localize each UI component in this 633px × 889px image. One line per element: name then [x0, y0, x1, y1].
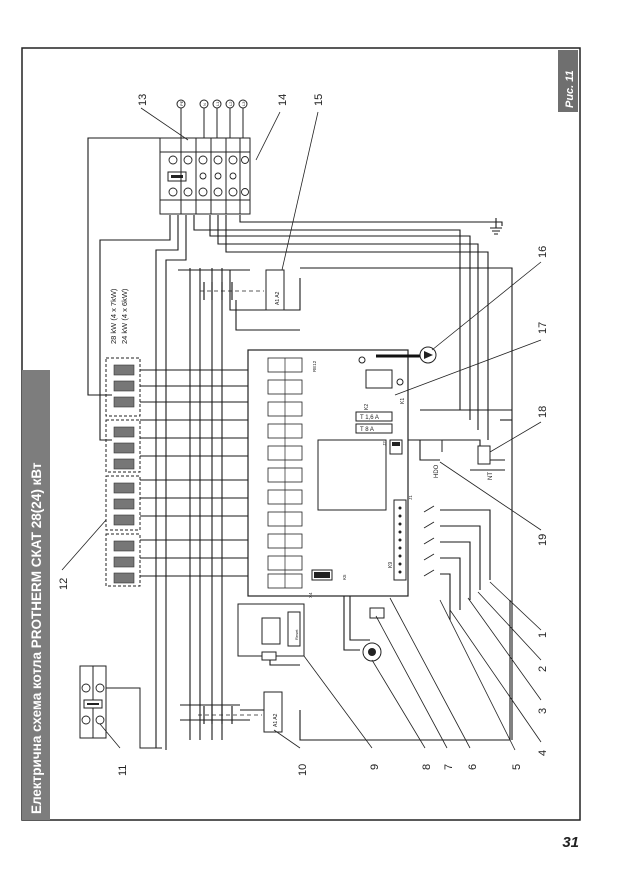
label-k2: K2 — [364, 404, 370, 410]
callout-18: 18 — [537, 406, 549, 418]
label-x4: X4 — [308, 592, 313, 598]
label-nt: NT — [488, 472, 494, 480]
callout-8: 8 — [421, 764, 433, 770]
terminal-label: L2 — [228, 101, 233, 106]
sensor-connector — [369, 607, 385, 619]
callout-17: 17 — [537, 322, 549, 334]
callout-numbers: 13 14 15 16 17 18 19 1 2 3 4 5 6 7 8 9 1… — [58, 94, 549, 776]
figure-label: Рис. 11 — [564, 70, 576, 108]
pressure-sensor — [362, 642, 382, 662]
callout-7: 7 — [443, 764, 455, 770]
label-k9: K9 — [388, 562, 394, 568]
callout-19: 19 — [537, 534, 549, 546]
label-j2: J2 — [382, 441, 387, 446]
room-thermostat: NT — [477, 445, 494, 480]
contactor-15-contacts — [200, 282, 264, 300]
mains-input-labels: PE N L1 L2 L3 — [179, 100, 246, 106]
label-re12: RE12 — [312, 360, 317, 372]
circulation-pump — [376, 346, 437, 364]
label-k1: K1 — [400, 398, 406, 404]
hdo-switch: HDO — [430, 439, 443, 478]
terminal-label: PE — [179, 100, 184, 106]
label-j1: J1 — [408, 495, 413, 500]
callout-10: 10 — [297, 764, 309, 776]
mains-terminal-block — [159, 137, 251, 215]
contactor-coil-label: A1 A2 — [273, 713, 279, 727]
contactor-10-contacts — [198, 706, 262, 724]
callout-15: 15 — [313, 94, 325, 106]
callout-16: 16 — [537, 246, 549, 258]
heating-elements — [105, 357, 141, 587]
callout-13: 13 — [137, 94, 149, 106]
callout-5: 5 — [511, 764, 523, 770]
terminal-label: L1 — [215, 101, 220, 106]
contactor-10: A1 A2 — [263, 691, 283, 733]
label-hdo: HDO — [434, 464, 440, 478]
display-module: Reset — [237, 603, 305, 661]
page-number: 31 — [562, 834, 579, 851]
fuse-1-label: T 1,6 A — [360, 415, 379, 421]
callout-12: 12 — [58, 578, 70, 590]
callout-1: 1 — [537, 632, 549, 638]
callout-14: 14 — [277, 94, 289, 106]
power-note-24kw: 24 kW (4 x 6kW) — [120, 288, 129, 344]
callout-9: 9 — [369, 764, 381, 770]
callout-leaders — [61, 107, 542, 751]
sensor-contacts — [423, 505, 435, 577]
output-terminal-block — [79, 665, 160, 749]
callout-4: 4 — [537, 750, 549, 756]
callout-3: 3 — [537, 708, 549, 714]
fuse-2-label: T 8 A — [360, 427, 374, 433]
figure-tag-bg — [558, 50, 578, 112]
page-title: Електрична схема котла PROTHERM СКАТ 28(… — [29, 462, 44, 814]
terminal-label: L3 — [241, 101, 246, 106]
mains-input-markers — [176, 99, 248, 138]
label-k5: K5 — [342, 574, 347, 580]
reset-label: Reset — [294, 629, 299, 640]
callout-2: 2 — [537, 666, 549, 672]
power-note-28kw: 28 kW (4 x 7kW) — [109, 288, 118, 344]
callout-6: 6 — [467, 764, 479, 770]
contactor-coil-label: A1 A2 — [275, 291, 281, 305]
control-board: T 1,6 A T 8 A RE12 K2 K1 J2 J1 K9 K5 X4 — [247, 349, 413, 598]
callout-11: 11 — [117, 765, 129, 776]
contactor-15: A1 A2 — [265, 269, 285, 311]
terminal-label: N — [202, 103, 207, 106]
title-band — [22, 370, 50, 820]
wiring-lines — [87, 137, 513, 750]
